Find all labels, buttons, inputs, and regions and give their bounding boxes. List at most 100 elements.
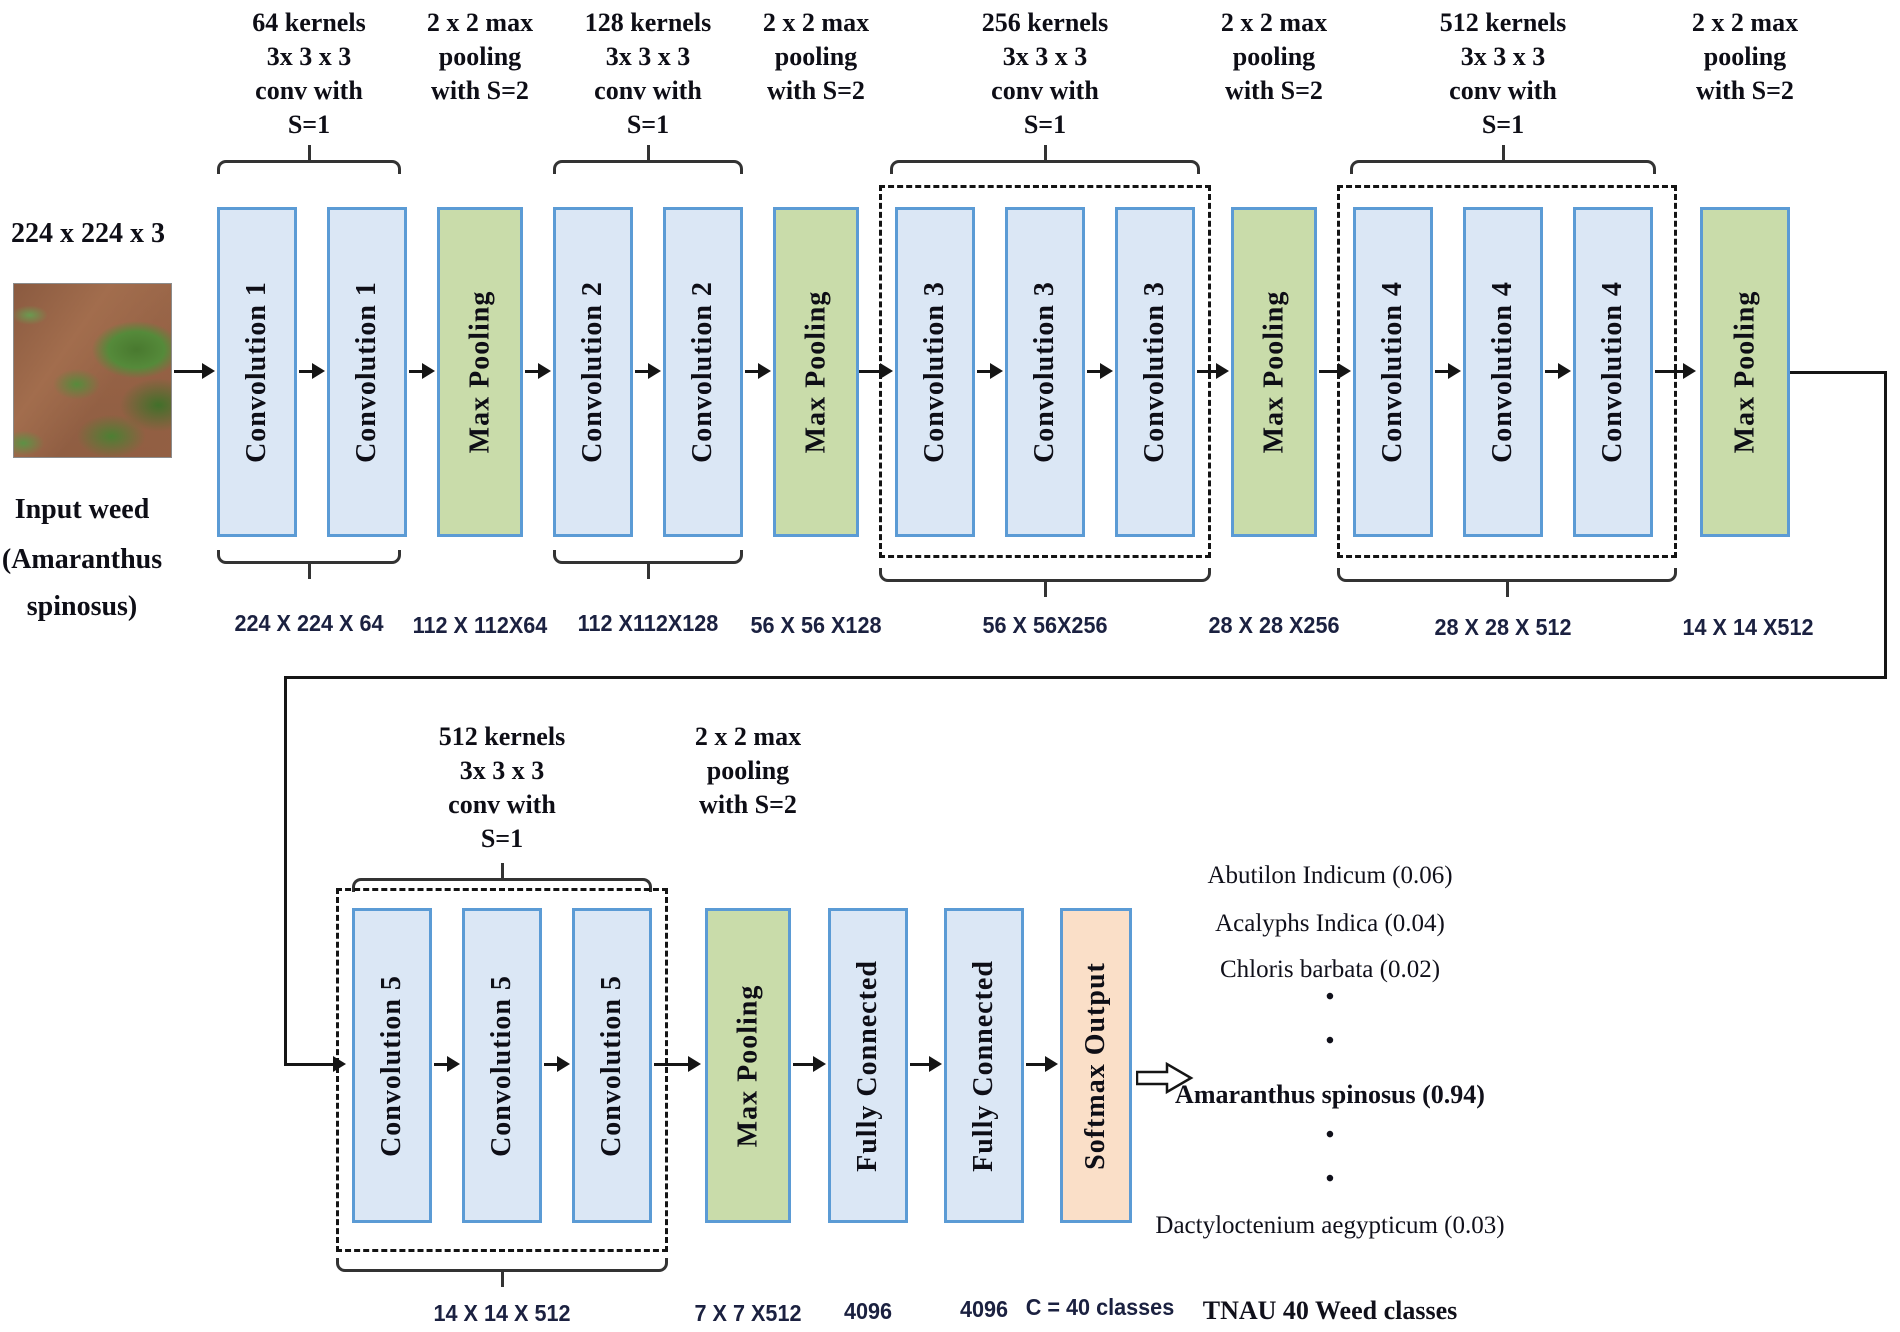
flow-arrow — [1545, 363, 1571, 379]
annotation-line: 2 x 2 max — [694, 722, 802, 751]
class-probability-item: Dactyloctenium aegypticum (0.03) — [1155, 1212, 1505, 1239]
annotation-line: with S=2 — [431, 76, 529, 105]
annotation-line: pooling — [1703, 42, 1787, 71]
layer-label: Convolution 2 — [577, 281, 609, 463]
flow-arrow — [1655, 363, 1696, 379]
annotation-line: 2 x 2 max — [1220, 8, 1328, 37]
layer-label: Fully Connected — [968, 959, 999, 1172]
dim-label: 7 X 7 X512 — [694, 1300, 802, 1326]
output-list-footer: TNAU 40 Weed classes — [1202, 1296, 1458, 1325]
connector-line — [1884, 371, 1887, 679]
output-hollow-arrow — [1136, 1061, 1194, 1095]
flow-arrow — [1319, 363, 1351, 379]
flow-arrow — [174, 363, 215, 379]
annotation-line: conv with — [255, 76, 363, 105]
brace-under-conv4 — [1337, 568, 1677, 597]
annotation-line: with S=2 — [699, 790, 797, 819]
layer-box-convolution-4b: Convolution 4 — [1463, 207, 1543, 537]
layer-label: Convolution 5 — [486, 974, 518, 1157]
brace-conv1-group — [217, 145, 401, 174]
layer-box-maxpool-4: Max Pooling — [1700, 207, 1790, 537]
annotation-line: S=1 — [1023, 110, 1067, 139]
dim-label: 4096 — [843, 1298, 893, 1324]
annotation-line: S=1 — [480, 824, 524, 853]
brace-conv2-group — [553, 145, 743, 174]
layer-box-maxpool-1: Max Pooling — [437, 207, 523, 537]
flow-arrow — [544, 1056, 570, 1072]
annotation-line: pooling — [1232, 42, 1316, 71]
flow-arrow — [409, 363, 435, 379]
flow-arrow — [1197, 363, 1229, 379]
annotation-line: 512 kernels — [438, 722, 566, 751]
brace-under-conv3 — [879, 568, 1211, 597]
layer-box-convolution-3a: Convolution 3 — [895, 207, 975, 537]
connector-line — [284, 676, 287, 1066]
annotation-line: conv with — [594, 76, 702, 105]
annotation-line: 3x 3 x 3 — [1002, 42, 1088, 71]
input-weed-photo — [13, 283, 172, 458]
flow-arrow — [299, 363, 325, 379]
flow-arrow — [793, 1056, 826, 1072]
brace-under-conv2 — [553, 550, 743, 579]
class-probability-item: Chloris barbata (0.02) — [1219, 956, 1441, 983]
annotation-line: S=1 — [287, 110, 331, 139]
ellipsis-dot: • — [1325, 1166, 1335, 1192]
layer-box-maxpool-5: Max Pooling — [705, 908, 791, 1223]
dim-label: 14 X 14 X 512 — [433, 1300, 571, 1326]
dim-label: 112 X 112X64 — [412, 612, 548, 638]
layer-label: Convolution 2 — [687, 281, 719, 463]
layer-label: Max Pooling — [1258, 290, 1290, 454]
dim-label: 14 X 14 X512 — [1682, 614, 1814, 640]
layer-box-convolution-5c: Convolution 5 — [572, 908, 652, 1223]
brace-conv4-group — [1350, 145, 1656, 174]
brace-conv5-group — [352, 863, 652, 892]
annotation-line: 64 kernels — [252, 8, 366, 37]
annotation-line: 2 x 2 max — [1691, 8, 1799, 37]
ellipsis-dot: • — [1325, 1122, 1335, 1148]
layer-box-fully-connected-1: Fully Connected — [828, 908, 908, 1223]
annotation-line: conv with — [1449, 76, 1557, 105]
layer-label: Fully Connected — [852, 959, 883, 1172]
layer-label: Convolution 1 — [241, 281, 273, 463]
annotation-line: pooling — [774, 42, 858, 71]
annotation-line: 512 kernels — [1439, 8, 1567, 37]
layer-box-convolution-2b: Convolution 2 — [663, 207, 743, 537]
annotation-line: S=1 — [1481, 110, 1525, 139]
layer-box-maxpool-3: Max Pooling — [1231, 207, 1317, 537]
flow-arrow — [745, 363, 771, 379]
annotation-line: S=1 — [626, 110, 670, 139]
layer-label: Max Pooling — [800, 290, 832, 454]
annotation-line: 3x 3 x 3 — [605, 42, 691, 71]
annotation-pool3: 2 x 2 max pooling with S=2 — [1221, 6, 1327, 108]
annotation-line: with S=2 — [1696, 76, 1794, 105]
annotation-pool4: 2 x 2 max pooling with S=2 — [1692, 6, 1798, 108]
connector-line — [1790, 371, 1886, 374]
layer-label: Max Pooling — [464, 290, 496, 454]
layer-box-convolution-3b: Convolution 3 — [1005, 207, 1085, 537]
brace-conv3-group — [890, 145, 1200, 174]
input-caption-line: Input weed — [14, 494, 150, 525]
input-caption-line: (Amaranthus — [1, 544, 163, 575]
layer-label: Convolution 5 — [596, 974, 628, 1157]
flow-arrow — [434, 1056, 460, 1072]
flow-arrow — [1435, 363, 1461, 379]
annotation-line: 256 kernels — [981, 8, 1109, 37]
layer-label: Convolution 5 — [376, 974, 408, 1157]
layer-box-convolution-5a: Convolution 5 — [352, 908, 432, 1223]
ellipsis-dot: • — [1325, 1028, 1335, 1054]
flow-arrow — [635, 363, 661, 379]
dim-label: 224 X 224 X 64 — [234, 610, 384, 636]
layer-box-fully-connected-2: Fully Connected — [944, 908, 1024, 1223]
annotation-pool2: 2 x 2 max pooling with S=2 — [763, 6, 869, 108]
annotation-line: with S=2 — [767, 76, 865, 105]
flow-arrow — [525, 363, 551, 379]
layer-label: Convolution 4 — [1377, 281, 1409, 463]
output-class-list: Abutilon Indicum (0.06) Acalyphs Indica … — [1090, 840, 1570, 1332]
layer-label: Convolution 3 — [919, 281, 951, 463]
annotation-line: pooling — [438, 42, 522, 71]
layer-label: Convolution 4 — [1487, 281, 1519, 463]
class-probability-item-predicted: Amaranthus spinosus (0.94) — [1175, 1080, 1485, 1109]
annotation-conv4-kernels: 512 kernels 3x 3 x 3 conv with S=1 — [1440, 6, 1566, 142]
layer-box-maxpool-2: Max Pooling — [773, 207, 859, 537]
